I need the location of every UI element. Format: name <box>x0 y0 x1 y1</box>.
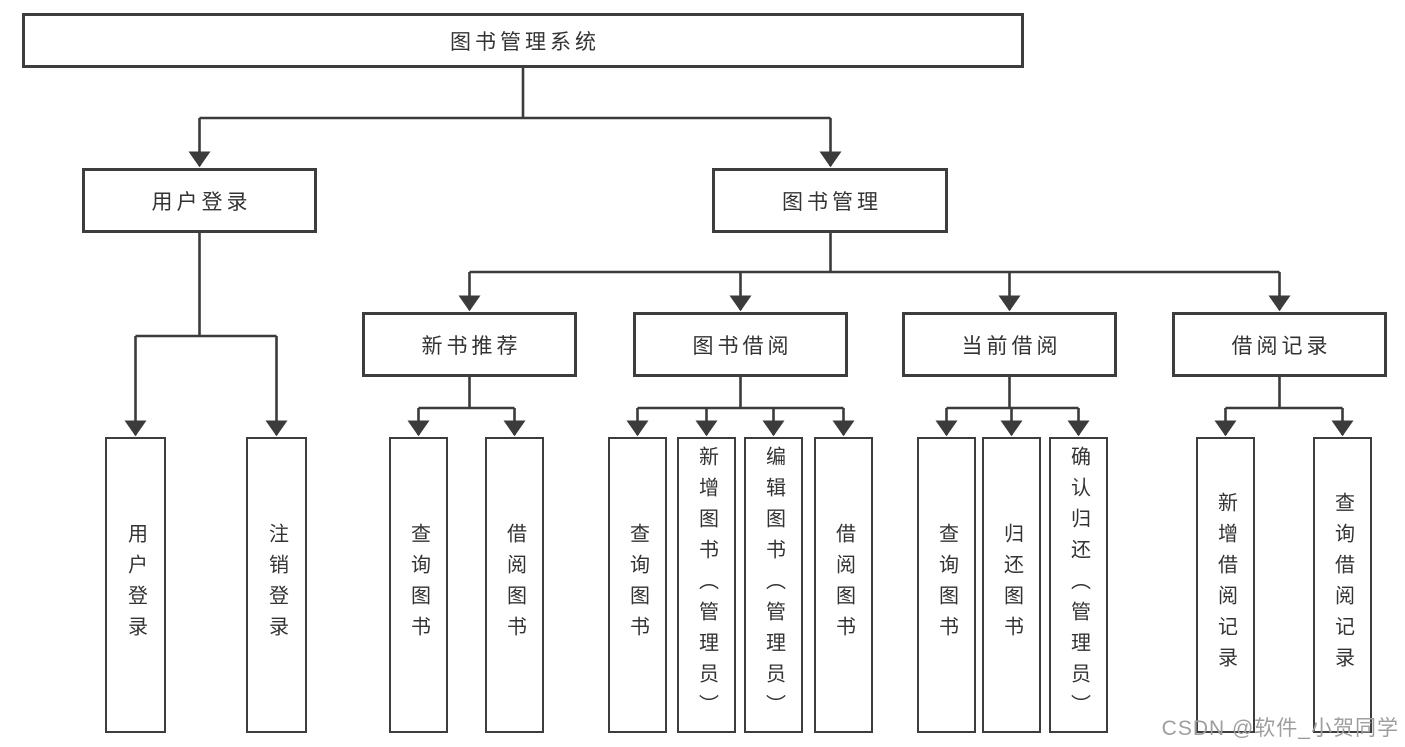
node-label: 新书推荐 <box>421 334 522 358</box>
node-label: 用户登录 <box>151 190 252 214</box>
leaf-query-books-borrowing: 查询图书 <box>608 437 667 733</box>
node-label: 确认归还（管理员） <box>1067 445 1090 725</box>
connector-book-borrow-children <box>626 377 855 437</box>
node-label: 借阅图书 <box>503 523 526 647</box>
node-user-login: 用户登录 <box>82 168 317 233</box>
node-label: 查询借阅记录 <box>1331 492 1354 678</box>
node-label: 图书管理 <box>782 190 882 214</box>
leaf-add-borrow-record: 新增借阅记录 <box>1196 437 1255 733</box>
leaf-edit-books-admin: 编辑图书（管理员） <box>744 437 803 733</box>
leaf-return-books: 归还图书 <box>982 437 1041 733</box>
connector-user-login-children <box>124 233 288 437</box>
connector-new-books-children <box>407 377 526 437</box>
leaf-query-books-current: 查询图书 <box>917 437 976 733</box>
node-label: 编辑图书（管理员） <box>762 445 785 725</box>
node-label: 注销登录 <box>265 523 288 647</box>
node-book-borrowing: 图书借阅 <box>633 312 848 377</box>
leaf-borrow-books-newbooks: 借阅图书 <box>485 437 544 733</box>
connector-root-to-level2 <box>188 68 842 168</box>
node-label: 借阅记录 <box>1231 334 1332 358</box>
node-current-borrowing: 当前借阅 <box>902 312 1117 377</box>
node-label: 新增图书（管理员） <box>695 445 718 725</box>
connector-book-mgmt-children <box>458 233 1291 312</box>
node-label: 新增借阅记录 <box>1214 492 1237 678</box>
node-label: 归还图书 <box>1000 523 1023 647</box>
leaf-user-login: 用户登录 <box>105 437 166 733</box>
node-label: 查询图书 <box>935 523 958 647</box>
connector-borrow-records-children <box>1214 377 1354 437</box>
csdn-watermark: CSDN @软件_小贺同学 <box>1161 717 1399 740</box>
node-book-management: 图书管理 <box>712 168 948 233</box>
node-borrowing-records: 借阅记录 <box>1172 312 1387 377</box>
node-label: 借阅图书 <box>832 523 855 647</box>
leaf-query-borrow-record: 查询借阅记录 <box>1313 437 1372 733</box>
node-label: 当前借阅 <box>961 334 1062 358</box>
node-new-book-recommendation: 新书推荐 <box>362 312 577 377</box>
connector-current-borrow-children <box>935 377 1090 437</box>
leaf-logout: 注销登录 <box>246 437 307 733</box>
node-label: 用户登录 <box>124 523 147 647</box>
node-root-system: 图书管理系统 <box>22 13 1024 68</box>
node-label: 图书借阅 <box>692 334 793 358</box>
leaf-borrow-books-borrowing: 借阅图书 <box>814 437 873 733</box>
leaf-query-books-newbooks: 查询图书 <box>389 437 448 733</box>
node-label: 查询图书 <box>626 523 649 647</box>
leaf-add-books-admin: 新增图书（管理员） <box>677 437 736 733</box>
node-label: 查询图书 <box>407 523 430 647</box>
leaf-confirm-return-admin: 确认归还（管理员） <box>1049 437 1108 733</box>
node-label: 图书管理系统 <box>450 30 600 54</box>
